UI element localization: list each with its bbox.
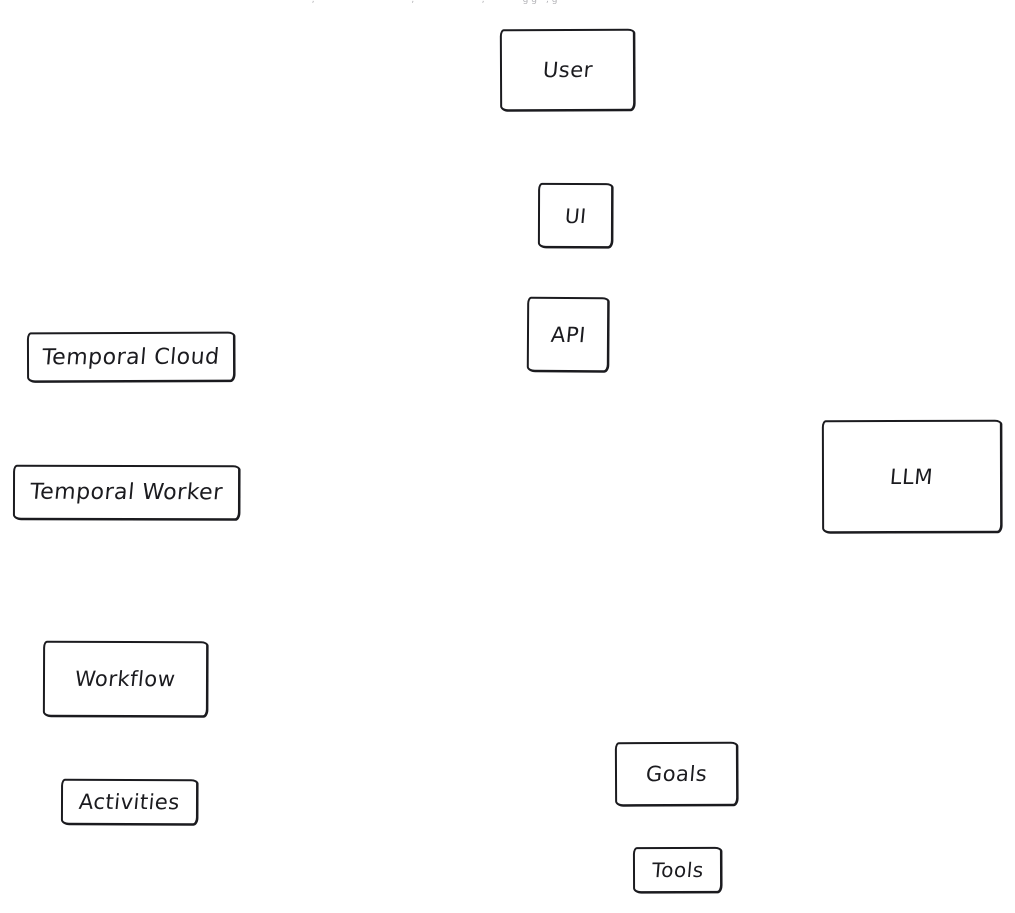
node-goals[interactable]: Goals [614,741,739,807]
node-api-label: API [549,322,587,347]
node-user-label: User [541,57,594,83]
node-temporal-cloud[interactable]: Temporal Cloud [26,331,236,383]
node-ui-label: UI [563,203,588,228]
node-llm[interactable]: LLM [821,419,1003,534]
node-tools-label: Tools [650,857,705,883]
node-workflow-label: Workflow [74,666,177,692]
node-temporal-worker[interactable]: Temporal Worker [12,464,241,521]
node-workflow[interactable]: Workflow [42,640,209,718]
node-api[interactable]: API [526,296,610,373]
node-temporal-worker-label: Temporal Worker [28,479,224,506]
node-temporal-cloud-label: Temporal Cloud [41,344,221,370]
node-llm-label: LLM [889,464,935,489]
node-goals-label: Goals [644,761,709,787]
node-user[interactable]: User [499,28,636,112]
node-activities-label: Activities [78,789,181,815]
clipped-top-text: · ·· · ·· ‚ · · ··· ·· · · ‚· ·· ·· · ·‚… [253,0,666,5]
node-ui[interactable]: UI [537,182,614,249]
node-activities[interactable]: Activities [60,778,199,826]
node-tools[interactable]: Tools [632,846,723,894]
